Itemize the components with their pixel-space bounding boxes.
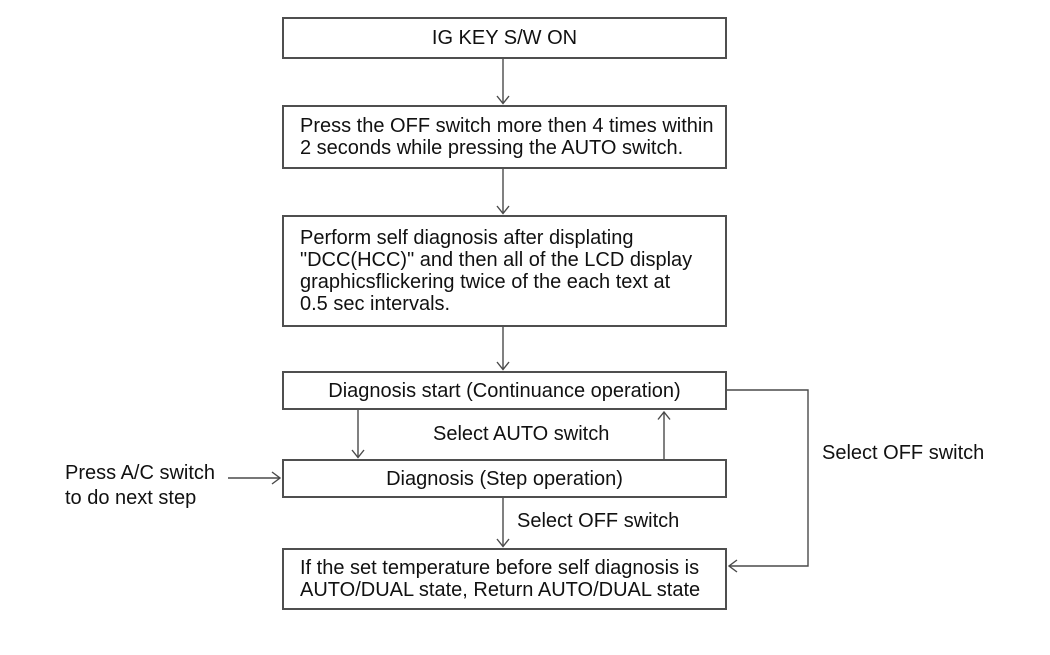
connector-pressac-to-diagstep [228,471,282,485]
arrowhead-down-icon [496,205,510,215]
node-ig-key-sw-on: IG KEY S/W ON [282,17,727,59]
arrowhead-right-icon [271,471,282,485]
label-press-ac-switch: Press A/C switch to do next step [65,462,216,509]
connector-group [228,59,809,573]
connector-diagstep-to-diagstart [657,410,671,459]
connector-pressoff-to-perform [496,169,510,215]
connector-igkey-to-pressoff [496,59,510,105]
node-return-auto-dual: If the set temperature before self diagn… [282,548,727,610]
label-select-off-switch-step: Select OFF switch [517,510,680,532]
arrowhead-down-icon [496,361,510,371]
connector-perform-to-diagstart [496,327,510,371]
label-select-auto-switch: Select AUTO switch [433,423,610,445]
arrowhead-down-icon [496,538,510,548]
node-press-off-switch: Press the OFF switch more then 4 times w… [282,105,727,169]
connector-diagstep-to-return [496,498,510,548]
connector-diagstart-to-return-loop [727,389,809,573]
label-select-off-switch-loop: Select OFF switch [822,442,985,464]
connector-diagstart-to-diagstep [351,410,365,459]
arrowhead-up-icon [657,410,671,420]
node-diagnosis-step: Diagnosis (Step operation) [282,459,727,498]
arrowhead-down-icon [496,95,510,105]
arrowhead-down-icon [351,449,365,459]
arrowhead-left-icon [727,559,738,573]
node-diagnosis-start: Diagnosis start (Continuance operation) [282,371,727,410]
node-perform-self-diagnosis: Perform self diagnosis after displating … [282,215,727,327]
